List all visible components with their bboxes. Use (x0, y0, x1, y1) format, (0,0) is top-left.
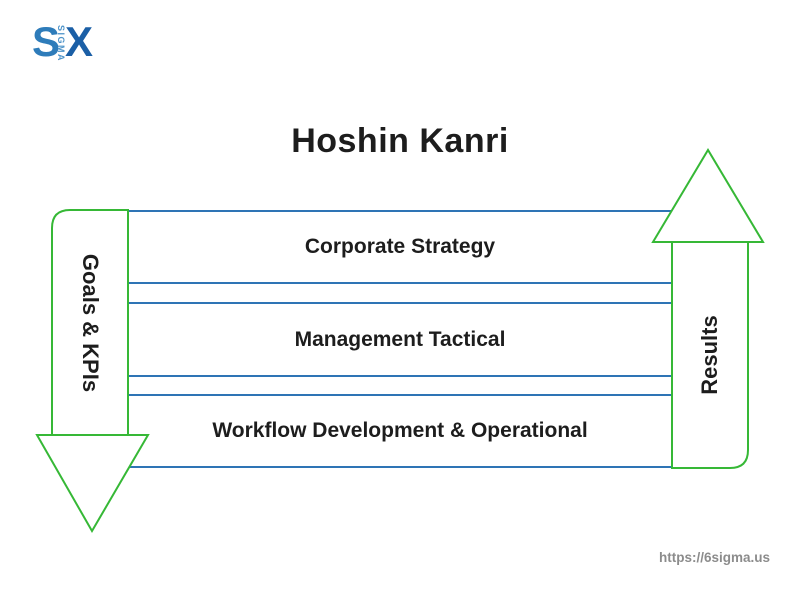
logo-letter-s: S (32, 18, 60, 65)
page-title: Hoshin Kanri (291, 122, 509, 160)
results-label: Results (697, 315, 722, 395)
logo-letter-x: X (65, 18, 94, 65)
level-line-top-2 (128, 302, 672, 304)
bar-workflow-development-operational: Workflow Development & Operational (212, 419, 588, 442)
level-line-top-3 (128, 394, 672, 396)
bar-corporate-strategy: Corporate Strategy (304, 235, 496, 258)
level-line-bottom-1 (128, 282, 672, 284)
logo-sigma-vertical-text: SIGMA (56, 25, 66, 63)
six-sigma-logo: S SIGMA X (32, 18, 102, 68)
level-line-top-1 (128, 210, 672, 212)
footer-url: https://6sigma.us (658, 550, 770, 565)
level-line-bottom-3 (128, 466, 672, 468)
goals-kpis-label: Goals & KPIs (78, 253, 103, 393)
bar-management-tactical: Management Tactical (294, 327, 506, 351)
level-line-bottom-2 (128, 375, 672, 377)
